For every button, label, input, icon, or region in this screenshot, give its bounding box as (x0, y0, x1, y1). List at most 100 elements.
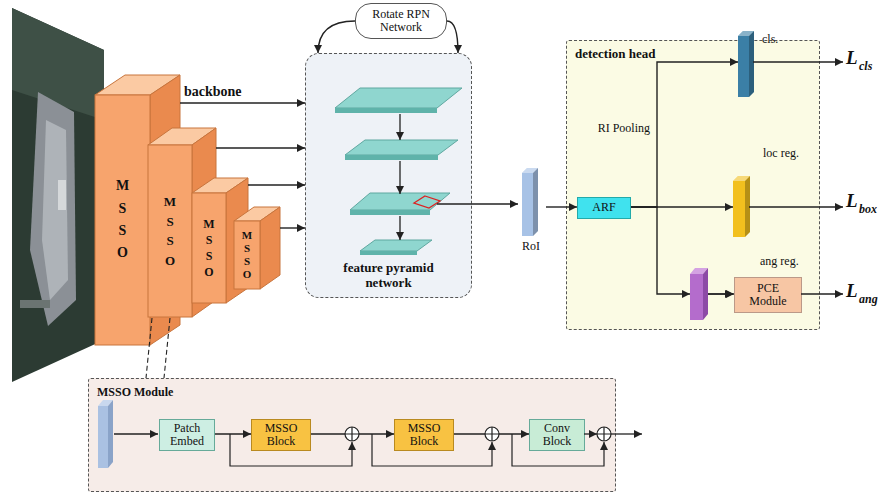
pyramid-plane-edge (335, 108, 437, 113)
pyramid-plane (350, 193, 450, 210)
ang-slab (690, 274, 703, 320)
connector-arrow (248, 184, 305, 185)
connector-arrow (180, 102, 305, 103)
connector-arrow (546, 206, 577, 207)
text-label: L (846, 190, 858, 212)
block-label: MSSO (203, 216, 215, 281)
pyramid-plane (345, 140, 458, 155)
group-title: feature pyramid network (326, 261, 451, 291)
process-box: MSSO Block (394, 419, 454, 451)
pyramid-arrow (399, 161, 400, 194)
block-label: MSSO (116, 175, 130, 265)
slab-front (738, 36, 749, 97)
box-label: PCE Module (739, 282, 797, 308)
add-symbol (597, 427, 611, 441)
flow-arrow (114, 433, 158, 434)
slab-front (733, 181, 745, 237)
block-front (148, 145, 192, 317)
group-title: MSSO Module (97, 386, 173, 400)
block-front (234, 221, 260, 289)
ang-slab-side (703, 268, 708, 320)
process-box: Rotate RPN Network (355, 3, 447, 39)
connector-arrow (631, 207, 734, 294)
box-label: ARF (592, 201, 615, 214)
block-label: MSSO (242, 229, 253, 282)
connector-arrow (280, 227, 305, 228)
input-slab (98, 406, 108, 468)
process-box: PCE Module (734, 277, 802, 313)
connector-arrow (318, 21, 355, 53)
pyramid-plane-edge (360, 251, 417, 255)
pyramid-plane (335, 88, 462, 108)
loss-arrow (801, 293, 843, 295)
box-label: MSSO Block (399, 422, 449, 448)
pyramid-arrow (399, 114, 400, 140)
connector-arrow (215, 433, 251, 434)
image-ground (12, 8, 104, 382)
feature-slab: loc reg. (733, 141, 813, 238)
arrow-head (682, 290, 690, 298)
process-box: Patch Embed (159, 419, 215, 451)
text-label: backbone (184, 84, 242, 100)
block-side (260, 207, 280, 289)
dock (20, 300, 50, 308)
pyramid-arrow (399, 216, 400, 240)
backbone-block: MSSO (234, 207, 280, 289)
connector-arrow (472, 203, 518, 204)
connector-arrow (216, 147, 305, 148)
box-label: cls. (762, 33, 778, 47)
add-symbol (597, 427, 611, 441)
loss-arrow (753, 61, 843, 63)
box-label: MSSO Block (256, 422, 306, 448)
block-front (95, 95, 150, 345)
slab-side-shade (749, 31, 754, 97)
ang-arrow (708, 293, 733, 294)
pyramid-plane (360, 240, 432, 251)
group-title: detection head (575, 47, 656, 62)
box-label: Rotate RPN Network (360, 8, 442, 34)
leader-line (146, 318, 152, 378)
box-label: loc reg. (763, 147, 799, 161)
skip-line (512, 434, 604, 466)
feature-slab: cls. (738, 29, 788, 99)
roi-line (437, 203, 472, 204)
block-front (192, 193, 226, 303)
slab-side (749, 31, 754, 97)
slab-front (522, 173, 533, 236)
text-label: L (846, 280, 858, 302)
process-box: ARF (577, 197, 631, 219)
edge-label: RI Pooling (596, 122, 652, 136)
flow-arrow (611, 433, 642, 434)
loss-arrow (749, 206, 843, 208)
pyramid-plane-edge (345, 155, 438, 160)
connector-arrow (447, 21, 458, 53)
box-label: Conv Block (534, 422, 580, 448)
text-label: box (859, 203, 877, 217)
skip-line (372, 434, 492, 466)
leader-line (164, 318, 170, 378)
block-shape (234, 207, 280, 289)
text-label: ang (859, 293, 878, 307)
process-box: Conv Block (529, 419, 585, 451)
ship-deck (42, 120, 68, 300)
box-label: RoI (518, 240, 544, 254)
slab-side (533, 168, 538, 236)
skip-line (230, 434, 352, 466)
ship-hull (30, 92, 76, 326)
text-label: cls (859, 60, 872, 74)
add-symbol (485, 427, 499, 441)
process-box: MSSO Block (251, 419, 311, 451)
roi-diamond (414, 196, 440, 208)
feature-slab: RoI (518, 168, 546, 266)
text-label: L (846, 47, 858, 69)
pyramid-plane-edge (350, 210, 430, 215)
flow-arrow (584, 433, 597, 434)
text-label: ang reg. (760, 255, 799, 269)
box-label: Patch Embed (164, 422, 210, 448)
slab-side-shade (533, 168, 538, 236)
ship-island (58, 180, 66, 210)
add-symbol (345, 427, 359, 441)
